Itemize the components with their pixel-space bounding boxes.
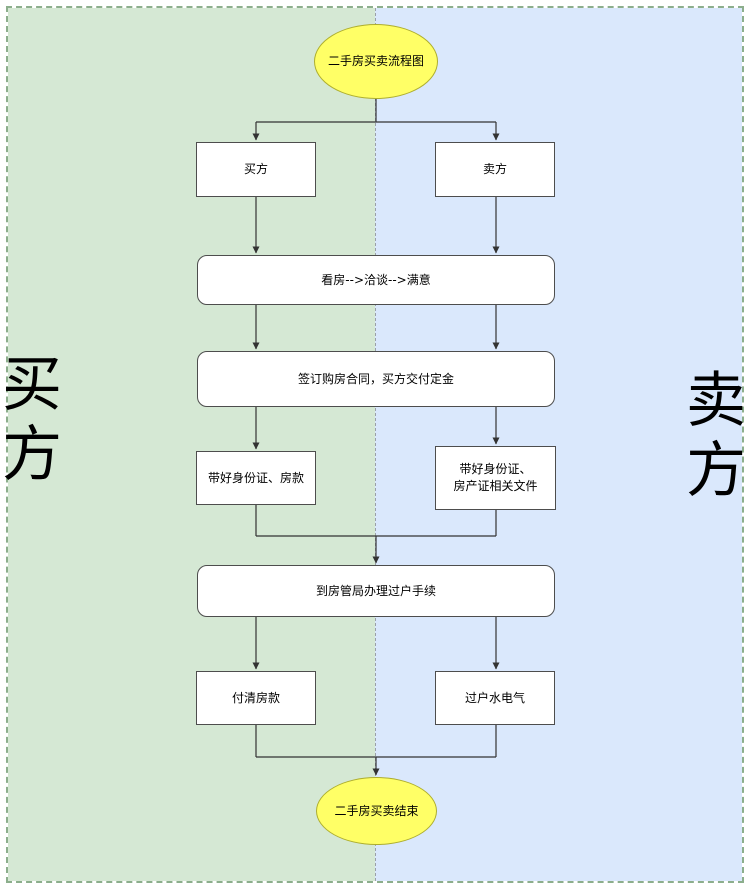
node-seller-label: 卖方 (482, 162, 507, 177)
node-start[interactable]: 二手房买卖流程图 (314, 24, 438, 99)
node-seller-docs-label-line2: 房产证相关文件 (453, 479, 538, 493)
node-end[interactable]: 二手房买卖结束 (316, 777, 437, 845)
buyer-lane-label: 买方 (2, 350, 62, 490)
node-utilities-label: 过户水电气 (464, 690, 525, 705)
node-buyer[interactable]: 买方 (196, 142, 316, 197)
connector-start-split (256, 99, 496, 123)
node-viewing-label: 看房-->洽谈-->满意 (321, 272, 431, 287)
node-transfer[interactable]: 到房管局办理过户手续 (197, 565, 555, 617)
node-utilities[interactable]: 过户水电气 (435, 671, 555, 725)
node-contract-label: 签订购房合同，买方交付定金 (297, 371, 454, 386)
node-seller-docs[interactable]: 带好身份证、 房产证相关文件 (435, 446, 556, 510)
node-pay[interactable]: 付清房款 (196, 671, 316, 725)
node-seller[interactable]: 卖方 (435, 142, 555, 197)
node-buyer-docs-label: 带好身份证、房款 (207, 470, 304, 485)
node-seller-docs-label-line1: 带好身份证、 (459, 462, 532, 477)
node-buyer-docs[interactable]: 带好身份证、房款 (196, 451, 316, 505)
connector-final-merge (255, 725, 497, 758)
node-buyer-label: 买方 (243, 162, 268, 177)
node-end-label: 二手房买卖结束 (334, 803, 419, 818)
lane-divider (375, 8, 376, 881)
node-contract[interactable]: 签订购房合同，买方交付定金 (197, 351, 555, 407)
node-start-label: 二手房买卖流程图 (327, 54, 424, 69)
node-pay-label: 付清房款 (231, 690, 280, 705)
node-transfer-label: 到房管局办理过户手续 (315, 583, 436, 598)
node-viewing[interactable]: 看房-->洽谈-->满意 (197, 255, 555, 305)
seller-lane-label: 卖方 (686, 366, 746, 506)
